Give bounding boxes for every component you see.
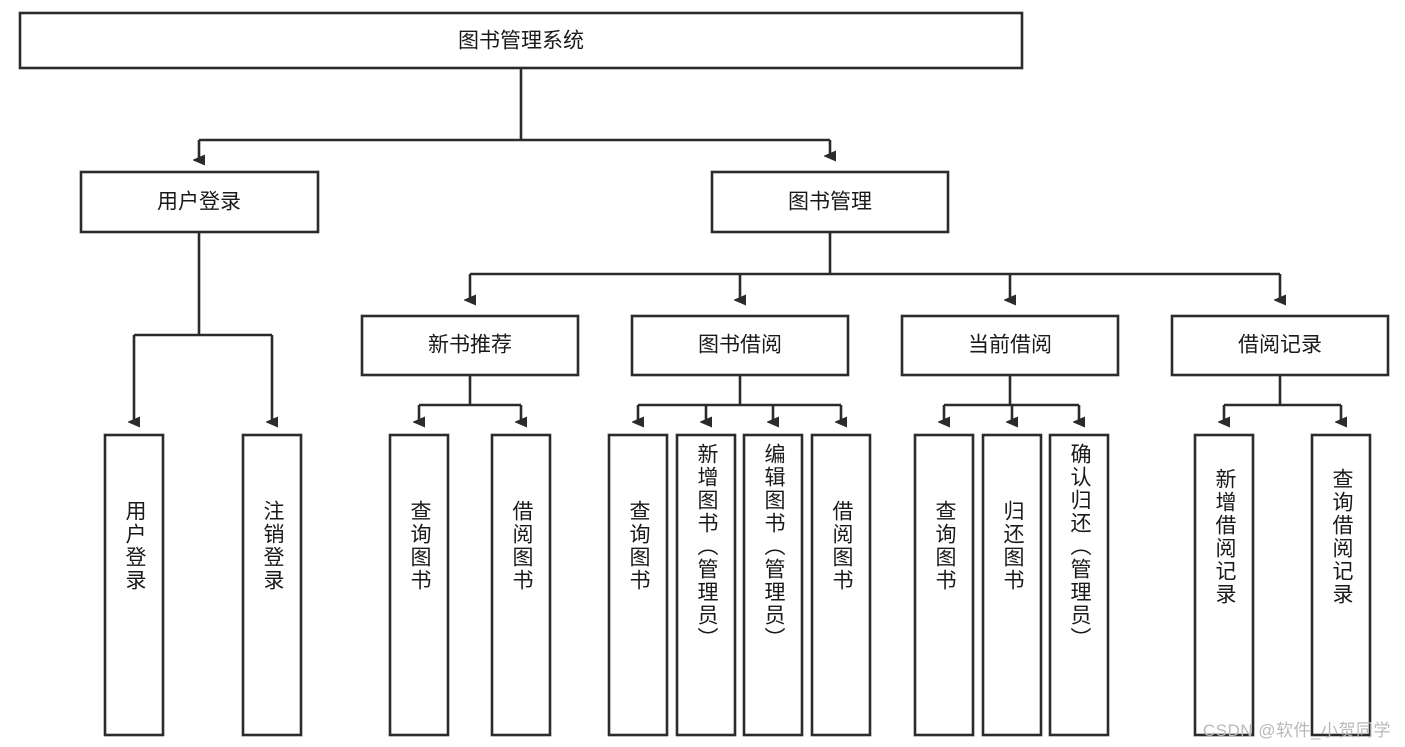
leaf-box-bb-borrow[interactable] <box>810 433 872 737</box>
node-root-label: 图书管理系统 <box>458 30 584 53</box>
leaf-box-cb-confirm[interactable] <box>1048 433 1110 737</box>
node-book-borrow[interactable]: 图书借阅 <box>630 314 850 377</box>
node-borrow-record[interactable]: 借阅记录 <box>1170 314 1390 377</box>
node-user-login-label: 用户登录 <box>157 191 241 214</box>
leaf-box-cb-query[interactable] <box>913 433 975 737</box>
node-book-management[interactable]: 图书管理 <box>710 170 950 234</box>
node-borrow-record-label: 借阅记录 <box>1238 334 1322 357</box>
leaf-box-bb-query[interactable] <box>607 433 669 737</box>
leaf-box-logout[interactable] <box>241 433 303 737</box>
node-user-login[interactable]: 用户登录 <box>79 170 320 234</box>
leaf-box-br-query[interactable] <box>1310 433 1372 737</box>
node-root[interactable]: 图书管理系统 <box>18 11 1024 70</box>
leaf-box-br-add[interactable] <box>1193 433 1255 737</box>
node-book-borrow-label: 图书借阅 <box>698 334 782 357</box>
leaf-box-bb-add[interactable] <box>675 433 737 737</box>
edge-group <box>134 68 1341 422</box>
node-current-borrow-label: 当前借阅 <box>968 334 1052 357</box>
leaf-rect-group <box>103 433 1372 737</box>
leaf-box-cb-return[interactable] <box>981 433 1043 737</box>
leaf-box-bb-edit[interactable] <box>742 433 804 737</box>
node-new-book-recommend-label: 新书推荐 <box>428 334 512 357</box>
leaf-box-user-login[interactable] <box>103 433 165 737</box>
leaf-box-nb-borrow[interactable] <box>490 433 552 737</box>
node-new-book-recommend[interactable]: 新书推荐 <box>360 314 580 377</box>
node-current-borrow[interactable]: 当前借阅 <box>900 314 1120 377</box>
node-book-management-label: 图书管理 <box>788 191 872 214</box>
csdn-watermark: CSDN @软件_小贺同学 <box>1202 721 1391 740</box>
leaf-box-nb-query[interactable] <box>388 433 450 737</box>
